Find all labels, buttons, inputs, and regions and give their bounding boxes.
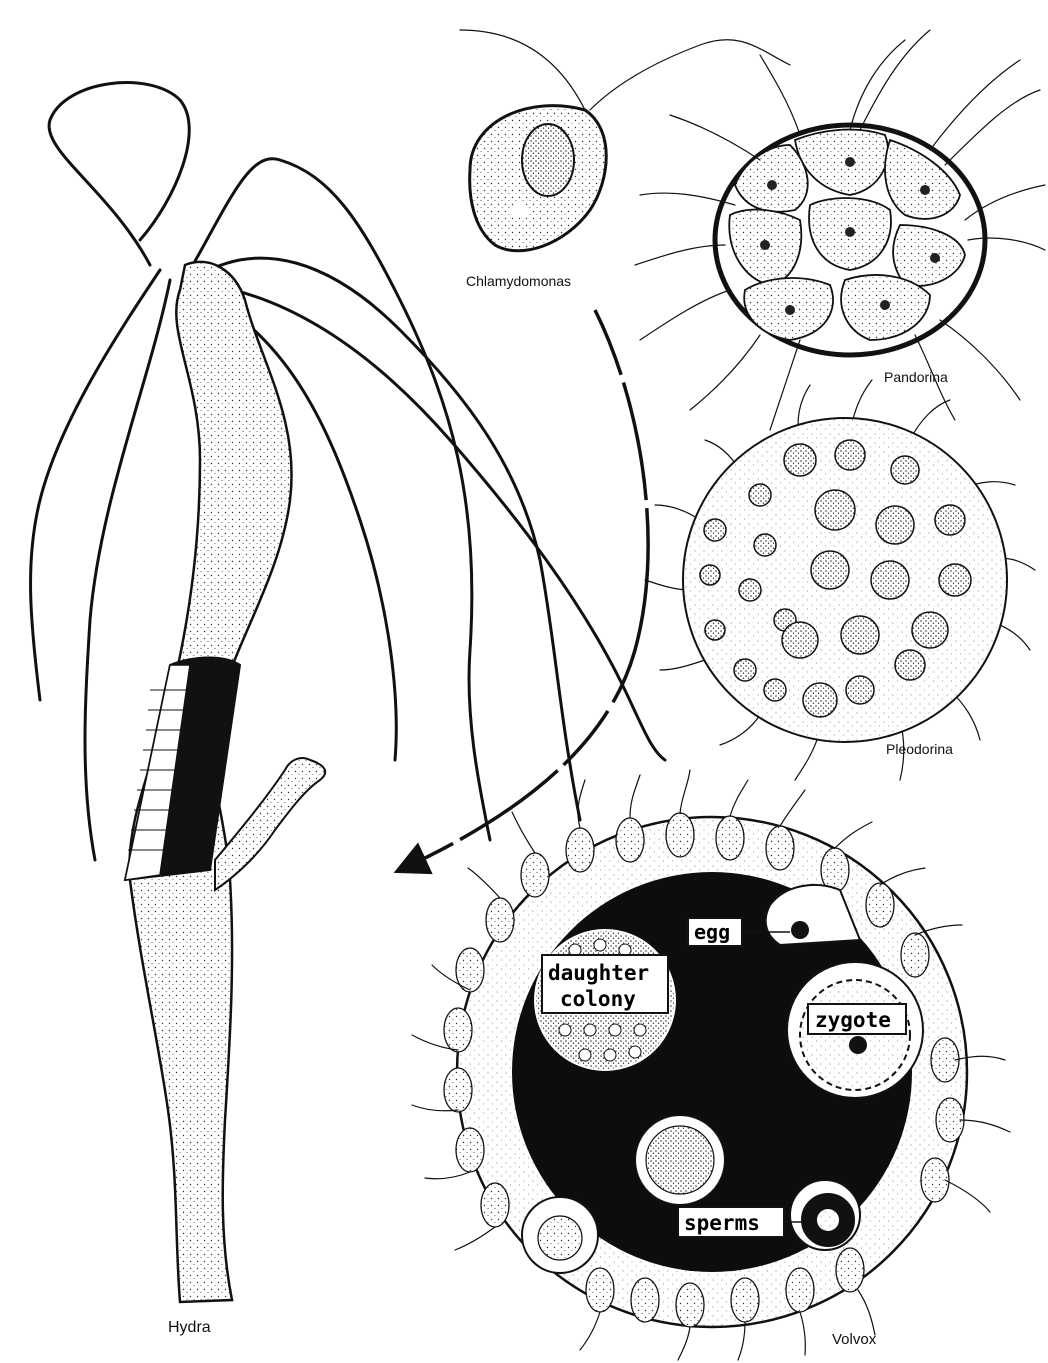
volvox-label: Volvox [832,1331,877,1348]
hydra-label: Hydra [168,1319,211,1336]
volvox-illustration: egg daughter colony zygote sperms Volvox [412,770,1010,1360]
pleodorina-illustration: Pleodorina [645,380,1035,780]
egg-nucleus [791,921,809,939]
pandorina-label: Pandorina [884,369,948,385]
hydra-bud [215,758,325,890]
chlamydomonas-eyespot [511,203,529,217]
developing-colony-cells [538,1216,582,1260]
egg-label: egg [694,920,730,944]
sperms-label: sperms [684,1211,760,1235]
daughter-colony-label-2: colony [560,987,636,1011]
sperm-bundle-center [817,1209,839,1231]
zygote-label: zygote [815,1008,891,1032]
zygote-tag: zygote [808,1004,906,1034]
chlamydomonas-label: Chlamydomonas [466,273,571,289]
zygote-nucleus [849,1036,867,1054]
chlamydomonas-flagellum-2 [460,30,585,110]
embryo-cells [646,1126,714,1194]
chlamydomonas-flagellum-1 [590,40,790,110]
daughter-colony-label-1: daughter [548,961,649,985]
pleodorina-label: Pleodorina [886,741,953,757]
chlamydomonas-nucleus [522,124,574,196]
daughter-colony-tag: daughter colony [542,955,668,1013]
evolution-arrow [400,310,648,870]
pandorina-illustration: Pandorina [635,30,1045,430]
